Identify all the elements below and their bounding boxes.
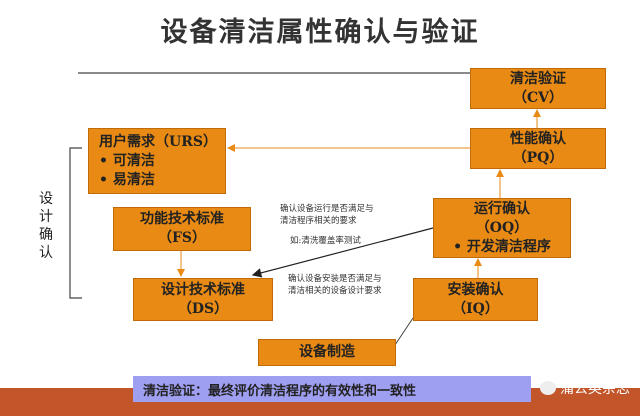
iq-abbr: （IQ） [452,300,499,317]
line-mfg-iq [394,317,414,346]
box-iq: 安装确认 （IQ） [413,278,538,321]
oq-abbr: （OQ） [475,219,529,236]
ds-abbr: （DS） [177,300,229,317]
mfg-title: 设备制造 [299,344,355,360]
box-fs: 功能技术标准 （FS） [113,207,251,251]
oq-note: 确认设备运行是否满足与 清洁程序相关的要求 如:清洗覆盖率测试 [280,203,374,247]
page-title: 设备清洁属性确认与验证 [160,17,480,48]
design-confirmation-label: 设计确认 [39,191,53,261]
cv-definition-callout: 清洁验证：最终评价清洁程序的有效性和一致性 [133,376,531,402]
box-manufacturing: 设备制造 [258,339,396,366]
box-oq: 运行确认 （OQ） • 开发清洁程序 [433,198,571,258]
watermark: 蒲公英杂志 [540,378,630,398]
iq-title: 安装确认 [447,281,504,298]
pq-title: 性能确认 [510,130,566,147]
watermark-text: 蒲公英杂志 [560,381,630,397]
iq-note-line: 清洁相关的设备设计要求 [288,286,382,296]
design-bracket [69,147,82,299]
oq-item: • 开发清洁程序 [453,238,551,255]
pq-abbr: （PQ） [512,149,564,166]
box-pq: 性能确认 （PQ） [470,128,606,169]
iq-note-line: 确认设备安装是否满足与 [288,274,382,284]
urs-item: • 可清洁 [99,152,155,169]
oq-note-line: 清洁程序相关的要求 [280,216,357,226]
oq-example: 如:清洗覆盖率测试 [290,236,361,246]
fs-title: 功能技术标准 [140,211,224,227]
urs-item: • 易清洁 [99,171,155,188]
box-urs: 用户需求（URS） • 可清洁 • 易清洁 [88,128,226,194]
cv-abbr: （CV） [512,89,563,106]
box-ds: 设计技术标准 （DS） [133,278,273,321]
iq-note: 确认设备安装是否满足与 清洁相关的设备设计要求 [288,273,382,297]
oq-title: 运行确认 [474,200,530,217]
ds-title: 设计技术标准 [161,281,245,298]
oq-note-line: 确认设备运行是否满足与 [280,204,374,214]
box-cv: 清洁验证 （CV） [470,68,606,109]
cv-title: 清洁验证 [510,70,566,87]
wechat-icon [540,381,556,395]
urs-title: 用户需求（URS） [99,133,217,150]
fs-abbr: （FS） [157,230,207,246]
arrow-oq-ds [251,227,434,278]
